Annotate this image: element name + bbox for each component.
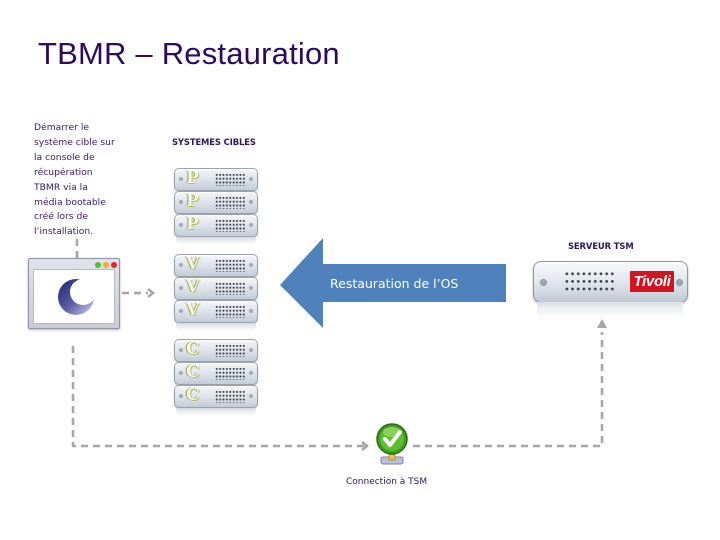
server-unit: V — [174, 277, 258, 300]
crescent-logo-icon — [58, 279, 96, 315]
server-letter: V — [186, 254, 200, 274]
instruction-line: TBMR via la — [34, 181, 88, 193]
server-letter: V — [186, 277, 200, 297]
server-screw-icon — [540, 279, 547, 286]
window-yellow-button-icon — [103, 262, 109, 268]
arrowhead-icon — [597, 319, 607, 328]
instruction-line: système cible sur — [34, 136, 115, 148]
target-systems-label: SYSTEMES CIBLES — [172, 137, 256, 147]
server-unit: V — [174, 254, 258, 277]
server-unit: C — [174, 362, 258, 385]
vent-grille-icon — [215, 282, 245, 295]
boot-instructions: Démarrer le système cible sur la console… — [34, 121, 134, 240]
instruction-line: la console de — [34, 151, 95, 163]
vent-grille-icon — [215, 259, 245, 272]
tsm-server-label: SERVEUR TSM — [568, 241, 634, 251]
server-letter: C — [186, 339, 200, 359]
arrowhead-icon — [147, 288, 156, 298]
server-unit: V — [174, 300, 258, 323]
vent-grille-icon — [564, 270, 616, 294]
server-unit: C — [174, 339, 258, 362]
vent-grille-icon — [215, 390, 245, 403]
instruction-line: créé lors de — [34, 211, 88, 223]
server-unit: P — [174, 168, 258, 191]
tivoli-logo: Tivoli — [630, 271, 674, 292]
vent-grille-icon — [215, 196, 245, 209]
instruction-line: média bootable — [34, 196, 106, 208]
vent-grille-icon — [215, 219, 245, 232]
server-letter: C — [186, 385, 200, 405]
vent-grille-icon — [215, 344, 245, 357]
server-letter: V — [186, 300, 200, 320]
window-green-button-icon — [95, 262, 101, 268]
vent-grille-icon — [215, 173, 245, 186]
instruction-line: récupération — [34, 166, 93, 178]
vent-grille-icon — [215, 367, 245, 380]
server-unit: P — [174, 191, 258, 214]
slide-title: TBMR – Restauration — [38, 36, 340, 71]
restore-arrow-label: Restauration de l’OS — [330, 276, 459, 291]
recovery-console-window — [28, 258, 120, 329]
window-red-button-icon — [111, 262, 117, 268]
server-unit: C — [174, 385, 258, 408]
connection-icon — [376, 423, 408, 465]
tsm-server: Tivoli — [533, 261, 688, 303]
tsm-server-reflection — [537, 302, 683, 318]
arrowhead-icon — [361, 441, 370, 451]
server-unit: P — [174, 214, 258, 237]
window-content — [33, 269, 115, 324]
instruction-line: Démarrer le — [34, 122, 90, 133]
connection-to-server-connector — [413, 332, 604, 448]
restore-arrow — [280, 238, 506, 328]
server-letter: P — [186, 168, 199, 188]
instruction-line: l’installation. — [34, 226, 94, 238]
server-screw-icon — [676, 279, 683, 286]
vent-grille-icon — [215, 305, 245, 318]
connection-label: Connection à TSM — [346, 477, 428, 487]
server-letter: P — [186, 214, 199, 234]
server-letter: P — [186, 191, 199, 211]
window-to-connection-connector — [71, 346, 366, 448]
server-letter: C — [186, 362, 200, 382]
